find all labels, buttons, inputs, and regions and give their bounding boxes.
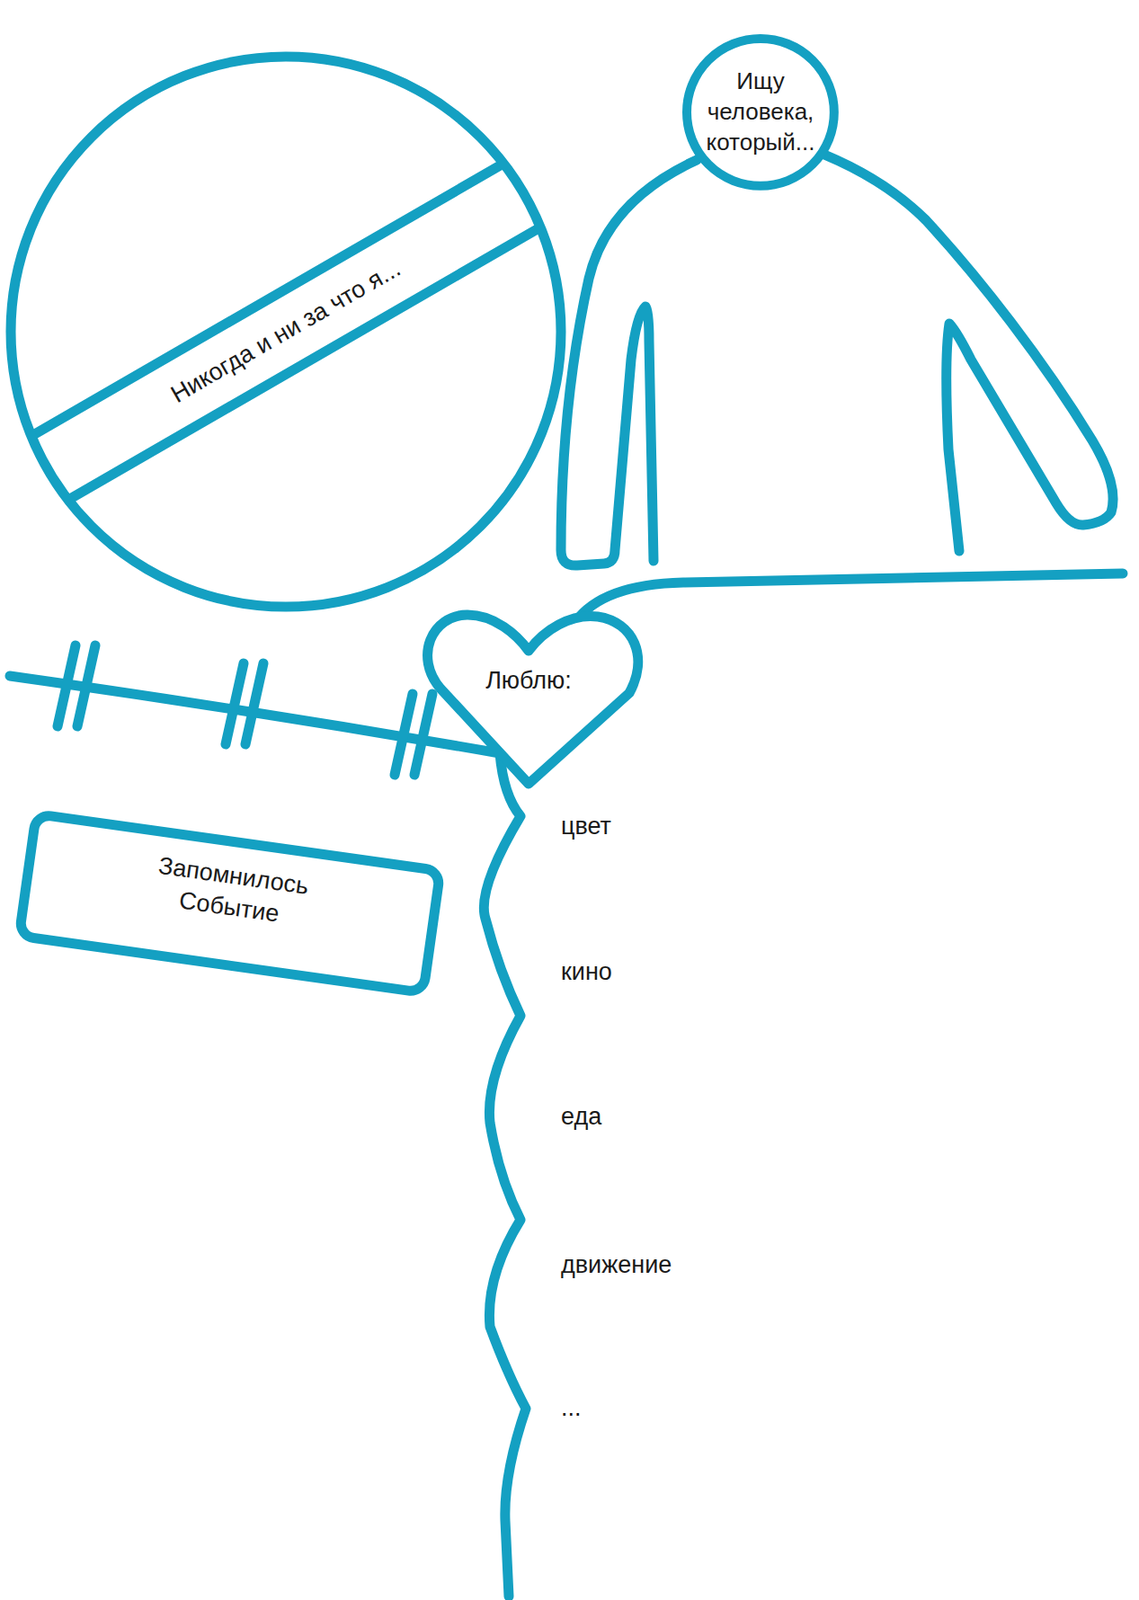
band-line <box>8 150 526 449</box>
person-body-right <box>824 154 1113 552</box>
list-item-label: ... <box>560 1392 582 1424</box>
person-body-left <box>560 160 697 566</box>
circle-outline <box>686 38 835 187</box>
base-line <box>575 573 1123 623</box>
prohibition-circle: Никогда и ни за что я... <box>5 51 567 613</box>
heart-outline <box>413 607 649 792</box>
list-item-label: цвет <box>560 810 612 843</box>
node-text: Ищу человека, который... <box>706 66 816 158</box>
band <box>8 150 563 513</box>
wavy-line <box>483 753 526 1597</box>
fence-tick <box>57 645 96 727</box>
list-item-label: еда <box>560 1101 602 1133</box>
node-text: Люблю: <box>485 665 572 697</box>
list-item-label: кино <box>560 956 613 988</box>
head-circle: Ищу человека, который... <box>682 34 839 191</box>
list-item-label: движение <box>560 1249 672 1282</box>
rounded-box: Запомнилось Событие <box>12 808 445 998</box>
band-line <box>45 214 563 514</box>
heart-shape: Люблю: <box>413 607 649 792</box>
circle-outline <box>10 56 561 607</box>
fence-tick <box>394 694 433 775</box>
node-text: Никогда и ни за что я... <box>165 252 407 410</box>
heart-path <box>427 614 639 784</box>
fence-tick <box>225 663 264 745</box>
node-text: Запомнилось Событие <box>151 850 311 935</box>
